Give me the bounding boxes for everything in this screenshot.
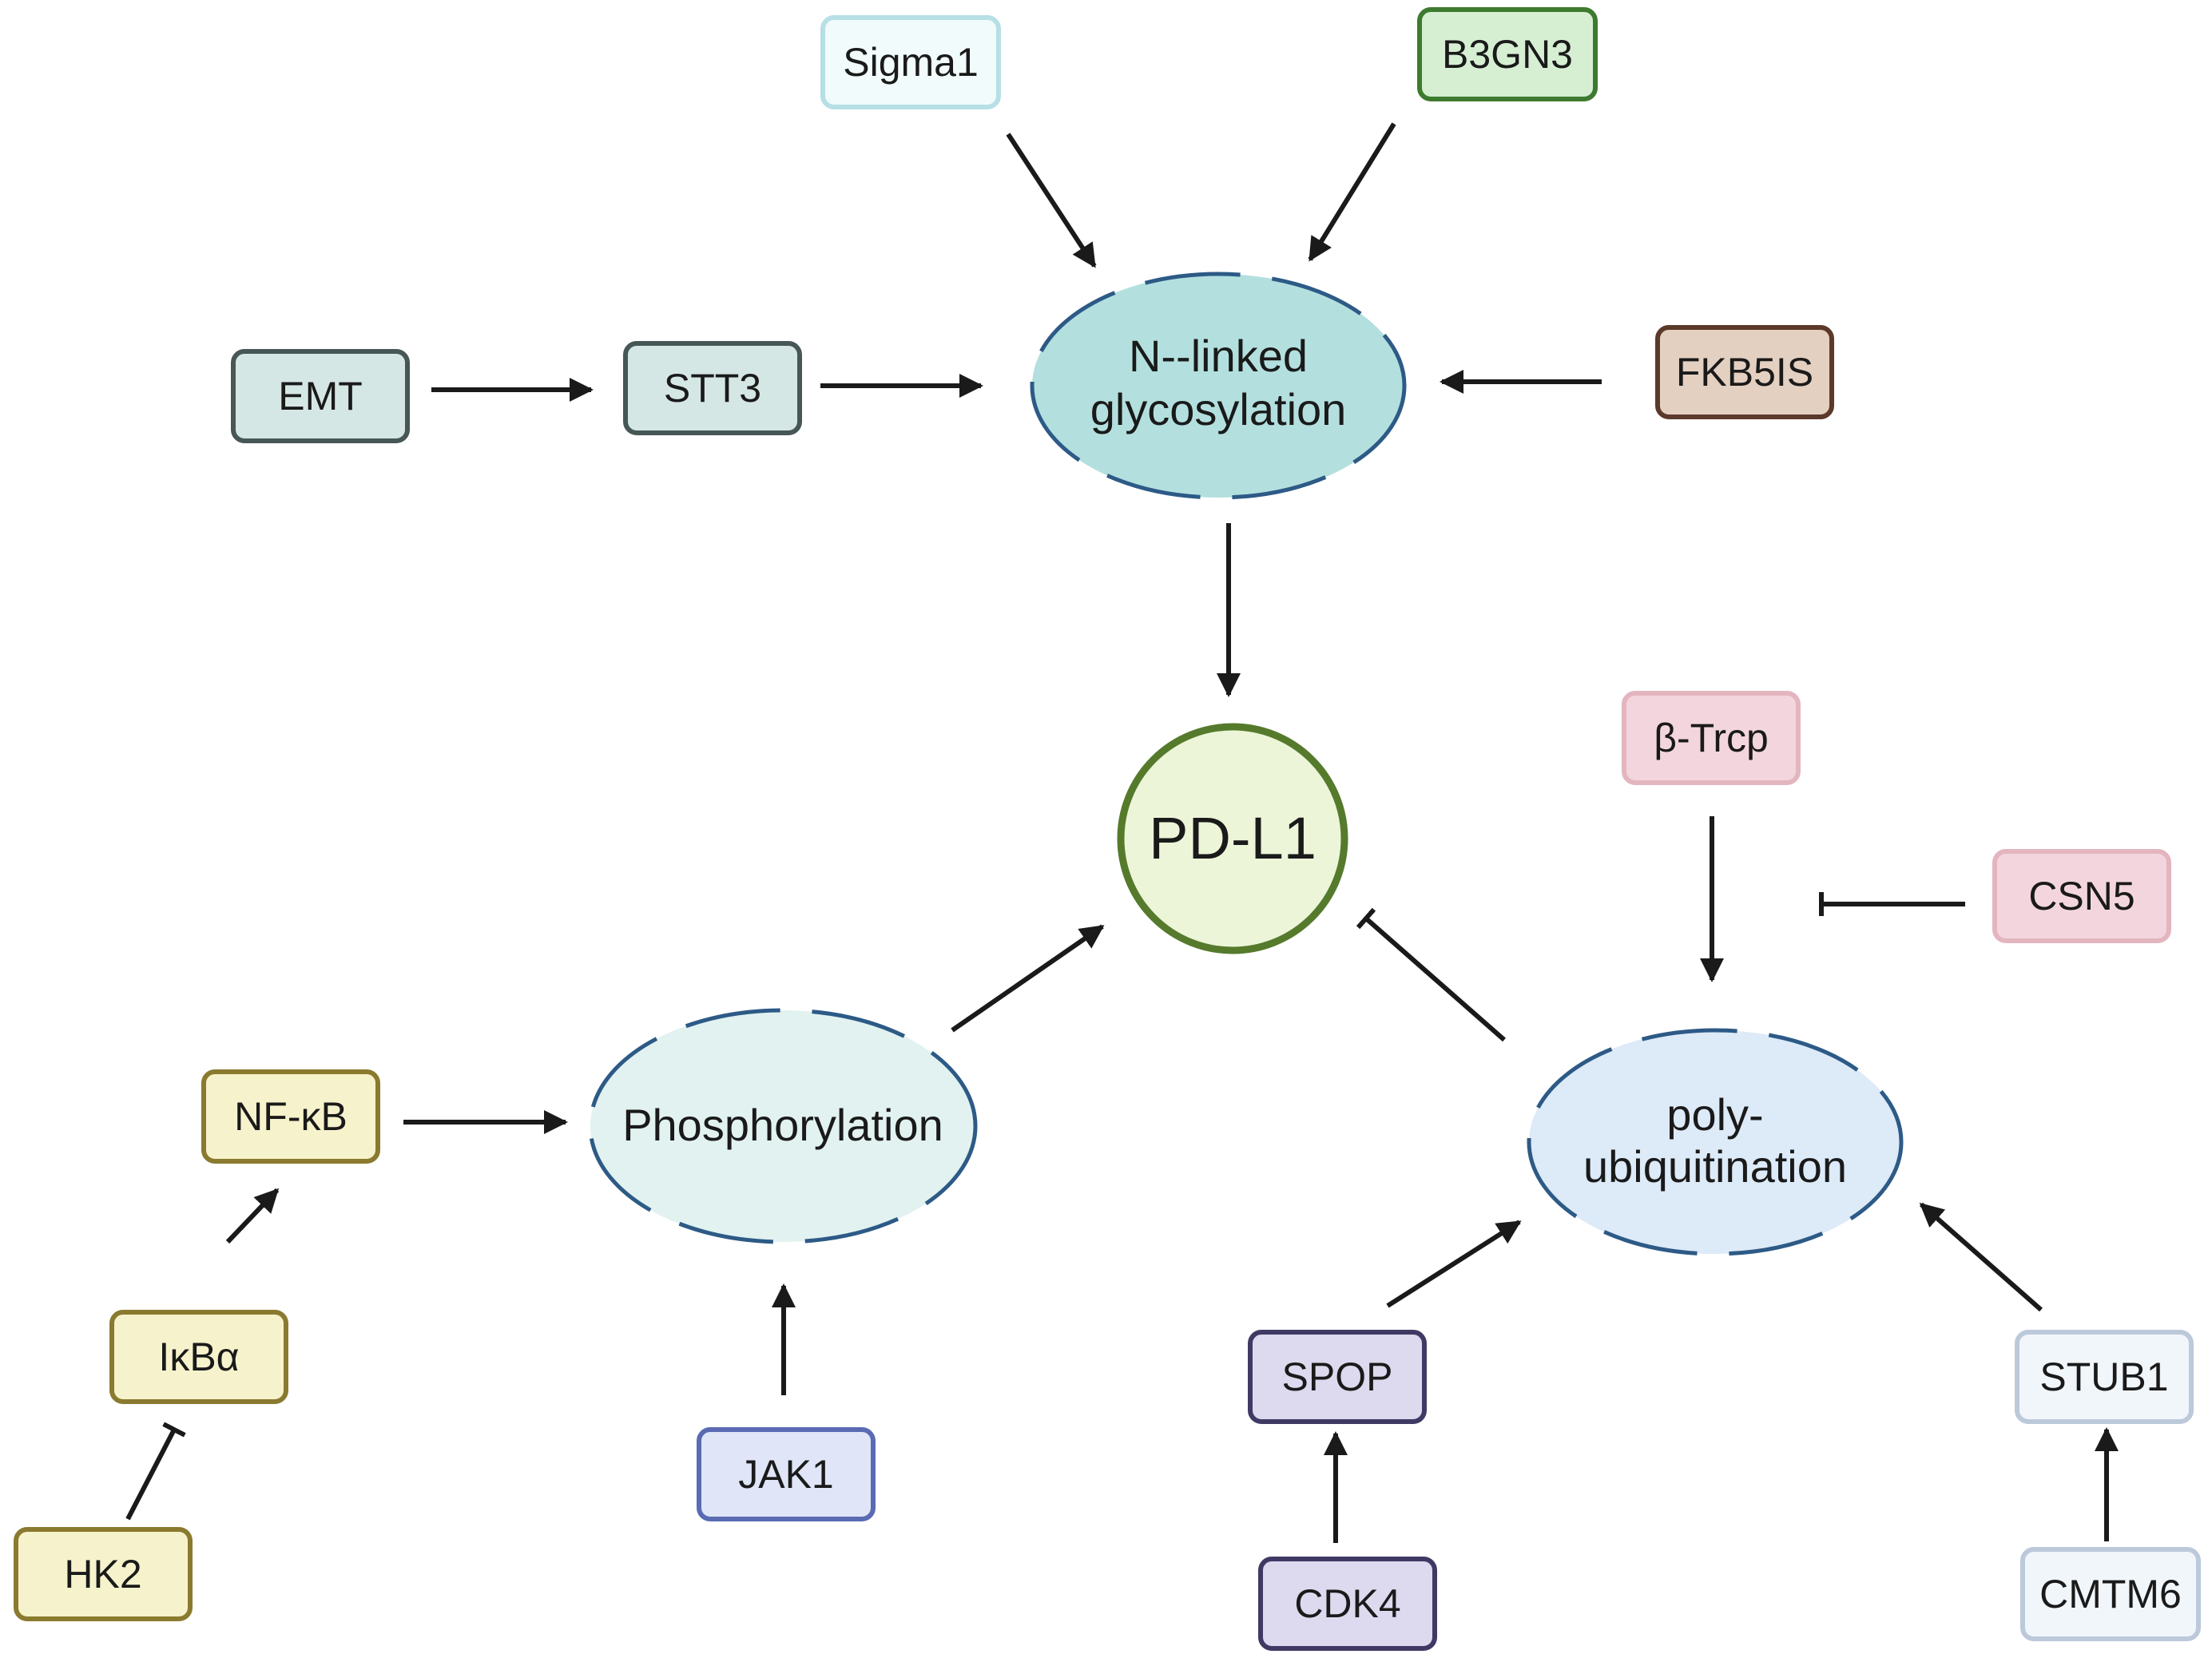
stt3-box	[623, 341, 802, 435]
node-jak1: JAK1	[697, 1427, 876, 1521]
edges	[125, 122, 2119, 1543]
node-stub1: STUB1	[2015, 1330, 2194, 1424]
node-spop: SPOP	[1248, 1330, 1427, 1424]
emt-box	[231, 349, 410, 443]
node-emt: EMT	[231, 349, 410, 443]
ikba-label: IκBα	[158, 1335, 239, 1379]
phosphorylation-label: Phosphorylation	[622, 1100, 943, 1150]
edge-b3gn3-to-glycosylation	[1308, 122, 1396, 262]
sigma1-label: Sigma1	[843, 40, 979, 85]
process-phosphorylation: Phosphorylation	[588, 1008, 978, 1244]
stub1-box	[2015, 1330, 2194, 1424]
cmtm6-box	[2020, 1547, 2201, 1641]
node-sigma1: Sigma1	[820, 15, 1001, 109]
glycosylation-oval	[1030, 272, 1407, 500]
jak1-box	[697, 1427, 876, 1521]
node-fkb5is: FKB5IS	[1655, 325, 1834, 419]
node-b3gn3: B3GN3	[1417, 7, 1598, 101]
node-btrcp: β-Trcp	[1622, 691, 1801, 785]
hk2-box	[14, 1527, 193, 1621]
process-ubiquitination: poly- ubiquitination	[1527, 1028, 1904, 1256]
node-nfkb: NF-κB	[201, 1069, 380, 1164]
nfkb-box	[201, 1069, 380, 1164]
edge-sigma1-to-glycosylation	[1006, 133, 1097, 268]
sigma1-box	[820, 15, 1001, 109]
node-stt3: STT3	[623, 341, 802, 435]
node-ikba: IκBα	[109, 1310, 288, 1404]
edge-hk2-inhibits-ikba	[125, 1422, 186, 1521]
edge-ikba-to-nfkb	[225, 1188, 280, 1244]
btrcp-label: β-Trcp	[1654, 716, 1769, 760]
nfkb-label: NF-κB	[234, 1094, 347, 1139]
node-cmtm6: CMTM6	[2020, 1547, 2201, 1641]
node-cdk4: CDK4	[1258, 1557, 1437, 1651]
process-glycosylation: N--linked glycosylation	[1030, 272, 1407, 500]
b3gn3-label: B3GN3	[1442, 32, 1573, 77]
jak1-label: JAK1	[738, 1452, 834, 1497]
cmtm6-label: CMTM6	[2039, 1572, 2182, 1616]
ubiquitination-oval	[1527, 1028, 1904, 1256]
edge-phosphorylation-to-pd-l1	[951, 924, 1105, 1033]
fkb5is-label: FKB5IS	[1676, 350, 1813, 395]
pd-l1-label: PD-L1	[1149, 805, 1316, 871]
ubiquitination-label-line1: poly-	[1666, 1089, 1763, 1140]
ubiquitination-label-line2: ubiquitination	[1583, 1141, 1847, 1192]
pd-l1-node: PD-L1	[1117, 723, 1348, 954]
edge-spop-to-ubiquitination	[1386, 1220, 1522, 1308]
csn5-label: CSN5	[2028, 874, 2135, 918]
fkb5is-box	[1655, 325, 1834, 419]
ikba-box	[109, 1310, 288, 1404]
cdk4-label: CDK4	[1294, 1581, 1400, 1626]
b3gn3-box	[1417, 7, 1598, 101]
edge-ubiquitination-inhibits-pd-l1	[1356, 907, 1506, 1042]
node-csn5: CSN5	[1992, 849, 2171, 943]
glycosylation-label-line2: glycosylation	[1090, 384, 1347, 434]
glycosylation-label-line1: N--linked	[1129, 331, 1308, 381]
hk2-label: HK2	[64, 1552, 141, 1597]
emt-label: EMT	[278, 374, 363, 418]
phosphorylation-oval	[588, 1008, 978, 1244]
node-hk2: HK2	[14, 1527, 193, 1621]
spop-box	[1248, 1330, 1427, 1424]
csn5-box	[1992, 849, 2171, 943]
edge-stub1-to-ubiquitination	[1919, 1202, 2043, 1312]
stt3-label: STT3	[664, 366, 761, 411]
cdk4-box	[1258, 1557, 1437, 1651]
pd-l1-circle	[1117, 723, 1348, 954]
spop-label: SPOP	[1282, 1355, 1393, 1399]
stub1-label: STUB1	[2039, 1355, 2168, 1399]
btrcp-box	[1622, 691, 1801, 785]
